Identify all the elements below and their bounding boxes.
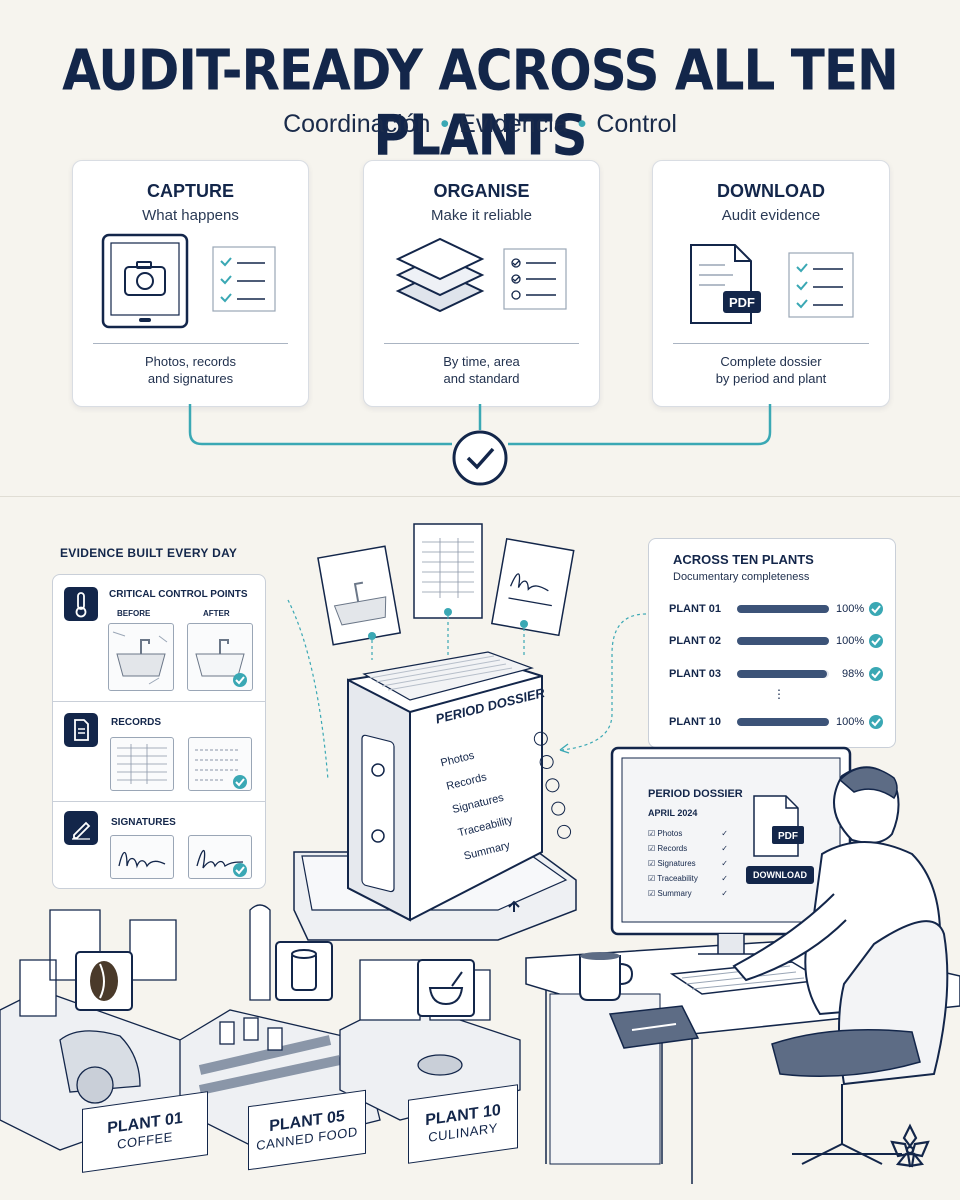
evidence-divider (53, 801, 265, 802)
tablet-camera-icon (101, 233, 276, 329)
complete-check-icon (869, 667, 883, 681)
progress-bar (737, 605, 829, 613)
monitor-item: ☑ Records✓ (648, 844, 728, 853)
download-button[interactable]: DOWNLOAD (746, 866, 814, 884)
organise-subtitle: Make it reliable (431, 207, 532, 224)
plants-illustration (0, 904, 521, 1151)
download-foot-line-2: by period and plant (715, 371, 827, 386)
organise-foot-line-1: By time, area (443, 354, 520, 369)
records-check-icon (233, 775, 247, 789)
monitor-item: ☑ Traceability✓ (648, 874, 728, 883)
thermometer-icon (64, 587, 98, 621)
progress-fill (737, 718, 829, 726)
capture-footnote: Photos, records and signatures (73, 353, 308, 387)
plant-row-pct: 100% (836, 716, 865, 728)
plants-panel-subtitle: Documentary completeness (673, 571, 810, 583)
subtitle-control: Control (596, 110, 677, 138)
plant-row-pct: 100% (836, 603, 865, 615)
page-subtitle: Coordinación • Evidencia • Control (0, 110, 960, 139)
subtitle-evidence: Evidencia (459, 110, 568, 138)
monitor-dossier-title: PERIOD DOSSIER (648, 788, 743, 800)
pen-signature-icon (64, 811, 98, 845)
ccp-title: CRITICAL CONTROL POINTS (109, 589, 248, 600)
organise-footnote: By time, area and standard (364, 353, 599, 387)
document-icon (64, 713, 98, 747)
signatures-check-icon (233, 863, 247, 877)
plant-row-name: PLANT 01 (669, 603, 721, 615)
evidence-panel: CRITICAL CONTROL POINTS BEFORE AFTER REC… (52, 574, 266, 889)
separator-dot: • (440, 110, 450, 138)
capture-subtitle: What happens (142, 207, 239, 224)
signatures-title: SIGNATURES (111, 817, 176, 828)
progress-bar (737, 670, 829, 678)
organise-title: ORGANISE (433, 181, 530, 201)
plants-completeness-panel: ACROSS TEN PLANTS Documentary completene… (648, 538, 896, 748)
capture-divider (93, 343, 288, 344)
evidence-divider (53, 701, 265, 702)
page-title: AUDIT-READY ACROSS ALL TEN PLANTS (62, 38, 899, 168)
progress-bar (737, 637, 829, 645)
monitor-item: ☑ Summary✓ (648, 889, 728, 898)
section-divider (0, 496, 960, 497)
organise-card: ORGANISE Make it reliable By time, area … (363, 160, 600, 407)
subtitle-coordination: Coordinación (283, 110, 431, 138)
progress-fill (737, 670, 828, 678)
records-table-thumb (110, 737, 174, 791)
plant-row-name: PLANT 03 (669, 668, 721, 680)
separator-dot: • (577, 110, 587, 138)
download-subtitle: Audit evidence (721, 207, 821, 224)
plants-panel-title: ACROSS TEN PLANTS (673, 552, 814, 567)
dossier-binder-illustration (293, 651, 577, 941)
plant-row-pct: 98% (842, 668, 865, 680)
capture-title: CAPTURE (146, 181, 234, 201)
brand-logo-icon (890, 1123, 930, 1168)
pdf-document-icon: PDF (690, 244, 854, 324)
after-label: AFTER (203, 609, 230, 618)
organise-foot-line-2: and standard (443, 371, 520, 386)
pdf-badge-text: PDF (729, 295, 755, 310)
download-footnote: Complete dossier by period and plant (653, 353, 889, 387)
plant-row-name: PLANT 02 (669, 635, 721, 647)
complete-check-icon (869, 602, 883, 616)
download-title: DOWNLOAD (717, 181, 825, 201)
download-foot-line-1: Complete dossier (720, 354, 822, 369)
complete-check-icon (869, 715, 883, 729)
monitor-checklist: ☑ Photos✓ ☑ Records✓ ☑ Signatures✓ ☑ Tra… (648, 826, 728, 901)
organise-divider (384, 343, 579, 344)
download-card: DOWNLOAD Audit evidence PDF Complete dos… (652, 160, 890, 407)
download-divider (673, 343, 869, 344)
bowl-icon (428, 987, 464, 1006)
progress-fill (737, 637, 829, 645)
progress-bar (737, 718, 829, 726)
process-connector (188, 404, 772, 486)
complete-check-icon (869, 634, 883, 648)
capture-foot-line-2: and signatures (147, 371, 234, 386)
monitor-pdf-icon: PDF (753, 795, 804, 857)
svg-text:PDF: PDF (778, 831, 798, 842)
evidence-heading: EVIDENCE BUILT EVERY DAY (60, 546, 238, 560)
floating-documents (287, 523, 575, 780)
capture-foot-line-1: Photos, records (144, 354, 237, 369)
layers-icon (395, 237, 567, 313)
panel-connector (559, 613, 647, 754)
records-title: RECORDS (111, 717, 162, 728)
monitor-item: ☑ Signatures✓ (648, 859, 728, 868)
capture-card: CAPTURE What happens Photos, records and… (72, 160, 309, 407)
monitor-item: ☑ Photos✓ (648, 829, 728, 838)
plant-row-name: PLANT 10 (669, 716, 721, 728)
before-sink-photo (108, 623, 174, 691)
monitor-period: APRIL 2024 (648, 808, 698, 818)
rows-ellipsis: ⋮ (773, 687, 785, 701)
desk-scene-illustration (525, 746, 960, 1184)
after-check-icon (233, 673, 247, 687)
signature-thumb-1 (110, 835, 174, 879)
plant-row-pct: 100% (836, 635, 865, 647)
progress-fill (737, 605, 829, 613)
before-label: BEFORE (117, 609, 151, 618)
